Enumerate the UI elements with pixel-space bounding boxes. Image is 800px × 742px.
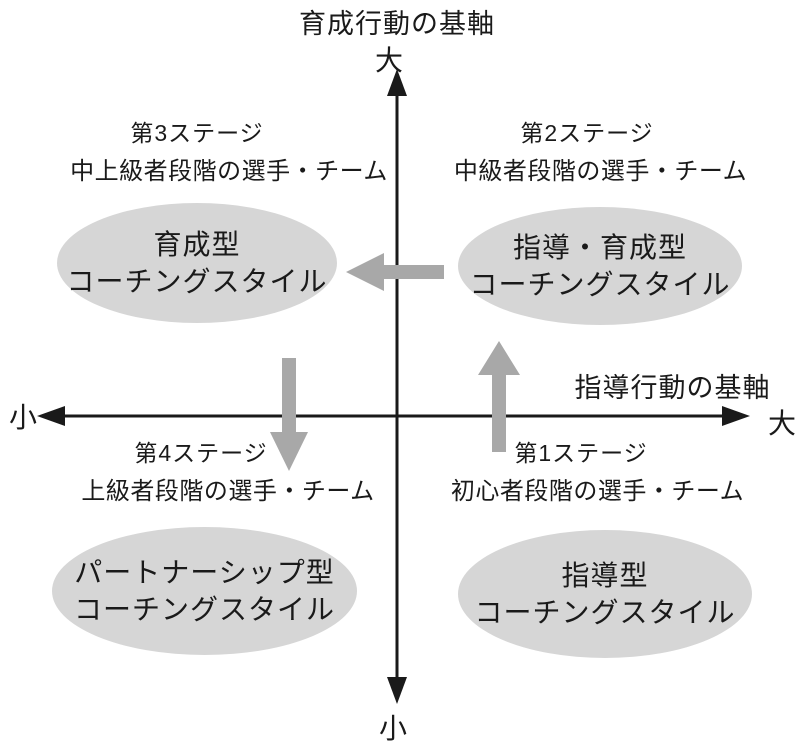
ellipse-shido-style: 指導型 コーチングスタイル — [458, 530, 752, 658]
vertical-axis-max-label: 大 — [374, 45, 403, 76]
horizontal-axis-arrowhead-right-icon — [722, 406, 750, 426]
stage4-label: 第4ステージ — [134, 440, 268, 466]
ellipse-ikusei-style: 育成型 コーチングスタイル — [57, 203, 337, 323]
flow-arrow-down-icon — [270, 358, 308, 471]
vertical-axis-arrowhead-top-icon — [387, 69, 407, 96]
flow-arrow-up-icon — [478, 341, 520, 452]
flow-arrow-left-icon — [346, 253, 444, 291]
ellipse-shido-line2: コーチングスタイル — [474, 597, 736, 628]
ellipse-ikusei-line2: コーチングスタイル — [66, 266, 328, 297]
ellipse-shido-line1: 指導型 — [561, 560, 649, 591]
vertical-axis-arrowhead-bottom-icon — [387, 677, 407, 704]
ellipse-partnership-style: パートナーシップ型 コーチングスタイル — [52, 527, 357, 655]
ellipse-shido-ikusei-line1: 指導・育成型 — [512, 232, 687, 263]
horizontal-axis-title: 指導行動の基軸 — [574, 373, 771, 403]
ellipse-shido-ikusei-line2: コーチングスタイル — [469, 269, 731, 300]
stage1-description: 初心者段階の選手・チーム — [450, 478, 745, 505]
horizontal-axis-max-label: 大 — [767, 408, 796, 439]
horizontal-axis-min-label: 小 — [8, 402, 37, 433]
stage2-label: 第2ステージ — [520, 120, 654, 146]
stage4-description: 上級者段階の選手・チーム — [81, 478, 375, 505]
stage2-description: 中級者段階の選手・チーム — [453, 158, 748, 185]
stage1-label: 第1ステージ — [514, 440, 648, 466]
horizontal-axis-arrowhead-left-icon — [37, 406, 65, 426]
ellipse-shido-ikusei-style: 指導・育成型 コーチングスタイル — [458, 207, 742, 325]
ellipse-partnership-line2: コーチングスタイル — [73, 594, 335, 625]
stage3-description: 中上級者段階の選手・チーム — [70, 158, 388, 185]
stage3-label: 第3ステージ — [130, 120, 264, 146]
vertical-axis-min-label: 小 — [378, 713, 407, 742]
vertical-axis-title: 育成行動の基軸 — [299, 9, 495, 39]
ellipse-partnership-line1: パートナーシップ型 — [74, 557, 335, 588]
ellipse-ikusei-line1: 育成型 — [153, 229, 241, 260]
